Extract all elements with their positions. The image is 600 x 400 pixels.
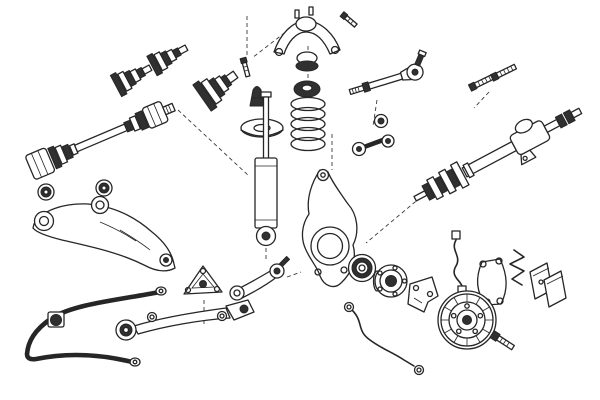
part-control-arm-bushings: Control arm bushings xyxy=(37,179,113,201)
part-drive-shaft: Drive shaft with CV joints xyxy=(25,101,176,180)
part-pad-clip: Pad retaining spring xyxy=(509,249,525,286)
part-ball-joint-link: Ball joint link xyxy=(229,256,290,301)
part-triangle-bracket: Triangle bracket xyxy=(183,265,223,295)
part-stabilizer-clamp: Stabilizer bushing clamp xyxy=(47,311,65,328)
part-upper-control-arm: Control arm xyxy=(32,195,176,272)
part-stabilizer-bar: Stabilizer bar xyxy=(24,286,167,367)
part-steering-rack: Steering rack xyxy=(413,107,583,202)
part-stabilizer-end-link: Stabilizer end link xyxy=(343,301,425,376)
part-tie-rod: Tie rod end xyxy=(348,49,427,96)
part-wheel-bolt: Wheel bolt xyxy=(489,330,515,351)
part-axle-boot-large: Axle bellow boot xyxy=(192,70,239,112)
part-coil-spring: Coil spring xyxy=(290,96,326,152)
part-wheel-hub: Wheel hub xyxy=(372,264,408,298)
part-wheel-bearing: Wheel bearing xyxy=(347,253,377,283)
part-strut-top-mount: Strut top mount xyxy=(273,6,358,57)
part-brake-disc: Brake disc xyxy=(437,290,497,350)
part-tie-rod-bushing: Tie rod bushing xyxy=(373,113,389,129)
part-strut-bearing: Strut support bearing xyxy=(293,51,321,98)
part-rack-bolts: Mounting bolts xyxy=(467,63,518,92)
part-lower-control-arm: Lower control arm xyxy=(115,299,255,341)
part-caliper-bracket: Caliper bracket xyxy=(407,276,439,313)
part-steering-knuckle: Steering knuckle xyxy=(301,168,358,288)
part-drop-link: Link rod xyxy=(351,134,395,157)
part-cv-boot-kit-2: CV boot kit xyxy=(146,44,189,77)
part-shock-absorber: Shock absorber xyxy=(254,91,278,247)
part-mount-bolt: Mounting bolt xyxy=(239,56,251,78)
part-brake-pads: Brake pad set xyxy=(529,262,567,308)
part-bump-stop: Bump stop xyxy=(249,86,265,107)
part-brake-hose: Brake hose xyxy=(451,230,467,293)
part-cv-boot-kit-1: CV boot kit xyxy=(109,64,153,98)
part-spring-seat: Spring seat xyxy=(240,118,284,138)
